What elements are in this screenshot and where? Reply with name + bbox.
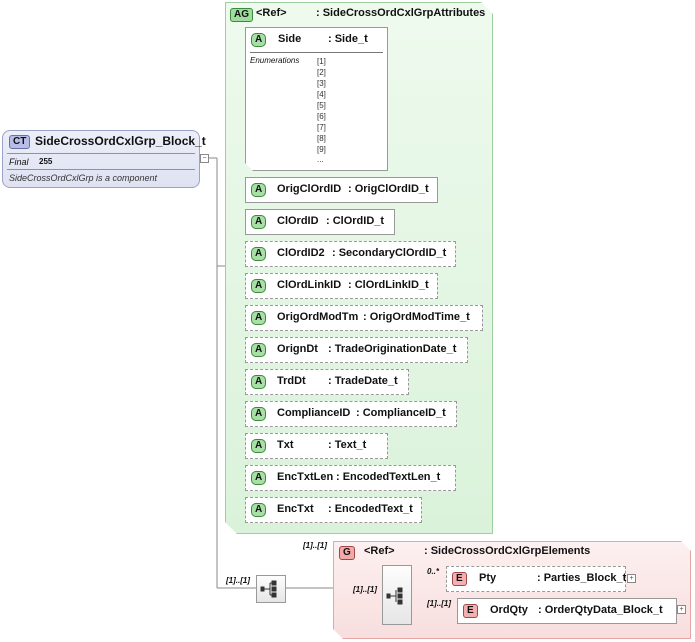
ct-final-label: Final [9, 157, 29, 167]
attribute-type: : TradeOriginationDate_t [328, 343, 457, 355]
ag-badge: AG [230, 8, 253, 22]
sequence-icon [260, 580, 277, 598]
ct-badge: CT [9, 135, 31, 149]
element-type: : Parties_Block_t [537, 572, 627, 584]
enum-value: [8] [317, 134, 326, 143]
enum-value: ... [317, 155, 324, 164]
attribute-name: ClOrdID [277, 215, 319, 227]
attribute-name: OrigClOrdID [277, 183, 342, 195]
sequence-compositor[interactable] [256, 575, 286, 603]
ct-name: SideCrossOrdCxlGrp_Block_t [35, 134, 206, 148]
attribute-name: EncTxt [277, 503, 314, 515]
enum-value: [7] [317, 123, 326, 132]
element-name: OrdQty [490, 604, 528, 616]
element-cardinality: 0..* [427, 567, 440, 576]
attribute-badge: A [251, 183, 267, 197]
attribute-type: : ClOrdLinkID_t [348, 279, 429, 291]
attribute-type: : OrigClOrdID_t [348, 183, 429, 195]
sequence-cardinality: [1]..[1] [226, 576, 250, 585]
attribute-name: Txt [277, 439, 294, 451]
attribute-badge: A [251, 33, 266, 47]
attribute-badge: A [251, 311, 267, 325]
attribute-type: : Side_t [328, 33, 368, 45]
attribute-clordid[interactable]: A ClOrdID : ClOrdID_t [245, 209, 395, 235]
attribute-name: OrignDt [277, 343, 318, 355]
enum-value: [3] [317, 79, 326, 88]
attribute-txt[interactable]: A Txt : Text_t [245, 433, 388, 459]
attribute-badge: A [251, 407, 267, 421]
ct-divider [7, 169, 195, 170]
ct-description: SideCrossOrdCxlGrp is a component [9, 173, 158, 183]
attribute-name: Side [278, 33, 302, 45]
element-pty[interactable]: E Pty : Parties_Block_t [446, 566, 626, 592]
enum-value: [2] [317, 68, 326, 77]
attribute-badge: A [251, 375, 267, 389]
attribute-name: TrdDt [277, 375, 306, 387]
attribute-origclordid[interactable]: A OrigClOrdID : OrigClOrdID_t [245, 177, 438, 203]
complex-type-box[interactable]: CT SideCrossOrdCxlGrp_Block_t Final 255 … [2, 130, 206, 188]
attribute-complianceid[interactable]: A ComplianceID : ComplianceID_t [245, 401, 457, 427]
attribute-badge: A [251, 503, 267, 517]
enum-value: [5] [317, 101, 326, 110]
attribute-badge: A [251, 247, 267, 261]
ct-collapse-toggle[interactable]: − [200, 154, 209, 163]
attribute-name: ClOrdID2 [277, 247, 325, 259]
attribute-type: : TradeDate_t [328, 375, 398, 387]
attribute-origndt[interactable]: A OrignDt : TradeOriginationDate_t [245, 337, 468, 363]
enum-value: [9] [317, 145, 326, 154]
attribute-trddt[interactable]: A TrdDt : TradeDate_t [245, 369, 409, 395]
sequence-cardinality: [1]..[1] [353, 585, 377, 594]
attribute-badge: A [251, 471, 267, 485]
attribute-type: : EncodedText_t [328, 503, 413, 515]
expand-ordqty-toggle[interactable]: + [677, 605, 686, 614]
attribute-clordlinkid[interactable]: A ClOrdLinkID : ClOrdLinkID_t [245, 273, 438, 299]
enumerations-label: Enumerations [250, 56, 300, 65]
sequence-compositor[interactable] [382, 565, 412, 625]
attribute-badge: A [251, 343, 267, 357]
attribute-type: : OrigOrdModTime_t [363, 311, 470, 323]
attribute-badge: A [251, 215, 267, 229]
attribute-origordmodtm[interactable]: A OrigOrdModTm : OrigOrdModTime_t [245, 305, 483, 331]
side-divider [250, 52, 383, 53]
element-badge: E [452, 572, 467, 586]
attribute-type: : Text_t [328, 439, 367, 451]
attribute-type: : ClOrdID_t [326, 215, 385, 227]
element-name: Pty [479, 572, 497, 584]
attribute-name: OrigOrdModTm [277, 311, 359, 323]
ag-name: : SideCrossOrdCxlGrpAttributes [316, 7, 486, 19]
attribute-name: ComplianceID [277, 407, 351, 419]
element-badge: E [463, 604, 478, 618]
enum-value: [1] [317, 57, 326, 66]
enum-value: [6] [317, 112, 326, 121]
attribute-clordid2[interactable]: A ClOrdID2 : SecondaryClOrdID_t [245, 241, 456, 267]
attribute-enctxtlen[interactable]: A EncTxtLen : EncodedTextLen_t [245, 465, 456, 491]
ag-ref: <Ref> [256, 7, 287, 19]
attribute-enctxt[interactable]: A EncTxt : EncodedText_t [245, 497, 422, 523]
attribute-name: EncTxtLen [277, 471, 334, 483]
element-type: : OrderQtyData_Block_t [538, 604, 663, 616]
enum-value: [4] [317, 90, 326, 99]
attribute-name: ClOrdLinkID [277, 279, 342, 291]
element-cardinality: [1]..[1] [427, 599, 451, 608]
ct-final-value: 255 [39, 157, 53, 166]
expand-pty-toggle[interactable]: + [627, 574, 636, 583]
element-ordqty[interactable]: E OrdQty : OrderQtyData_Block_t [457, 598, 677, 624]
attribute-badge: A [251, 439, 267, 453]
attribute-type: : ComplianceID_t [356, 407, 446, 419]
sequence-icon [386, 587, 403, 605]
group-cardinality: [1]..[1] [303, 541, 327, 550]
ct-divider [7, 153, 195, 154]
group-badge: G [339, 546, 355, 560]
attribute-badge: A [251, 279, 267, 293]
attribute-type: : SecondaryClOrdID_t [332, 247, 447, 259]
group-ref: <Ref> [364, 545, 395, 557]
attribute-type: : EncodedTextLen_t [336, 471, 441, 483]
group-name: : SideCrossOrdCxlGrpElements [424, 545, 591, 557]
attribute-side[interactable]: A Side : Side_t Enumerations [1] [2] [3]… [245, 27, 388, 171]
